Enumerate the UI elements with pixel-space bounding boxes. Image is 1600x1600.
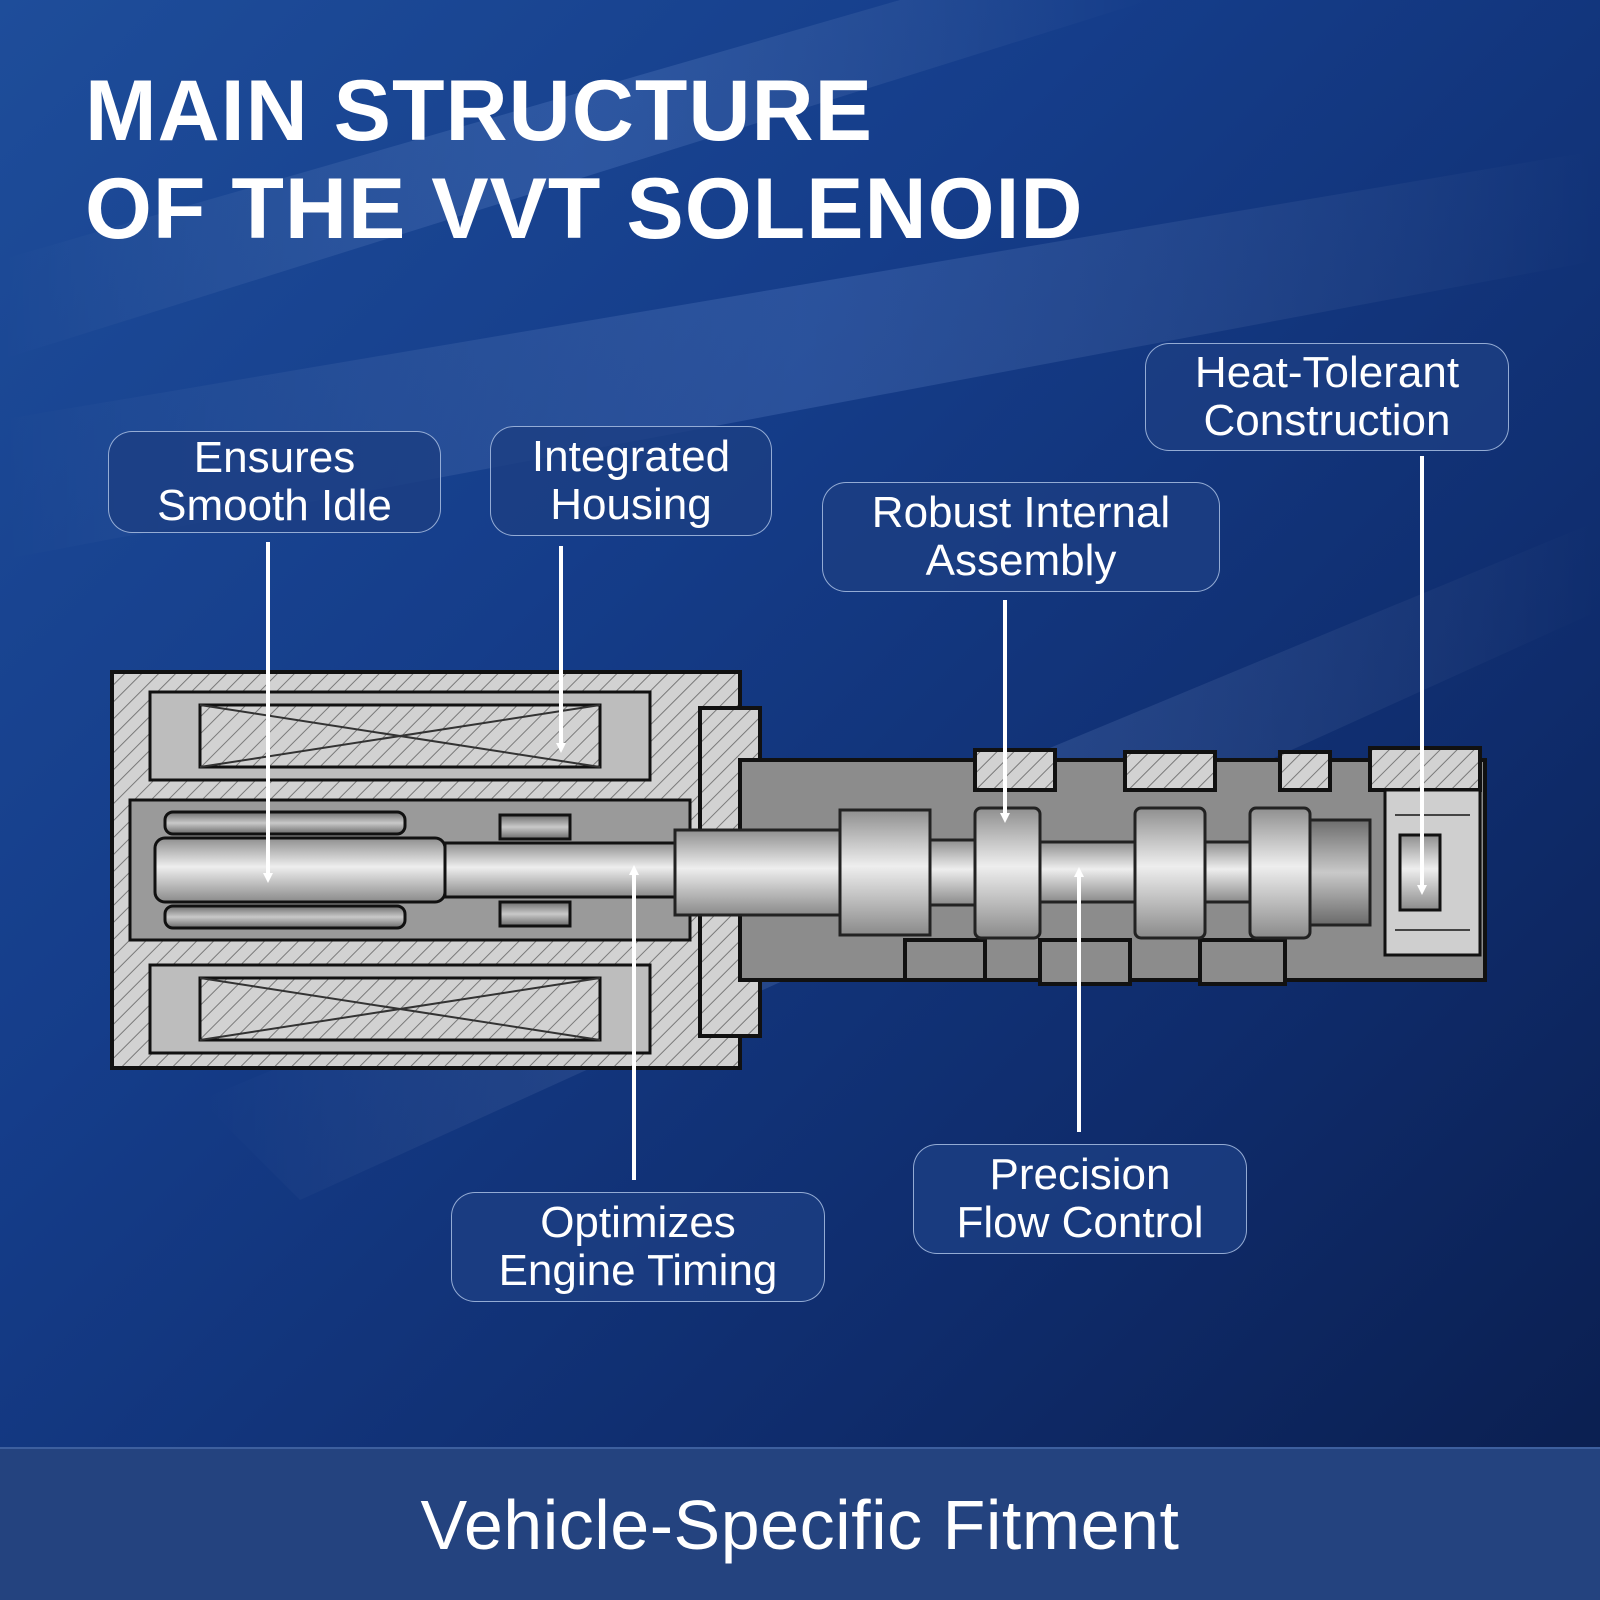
callout-flow-control-line-1: Precision bbox=[989, 1150, 1171, 1199]
callout-flow-control-line-2: Flow Control bbox=[956, 1198, 1204, 1247]
footer-label: Vehicle-Specific Fitment bbox=[420, 1485, 1180, 1564]
footer-band: Vehicle-Specific Fitment bbox=[0, 1447, 1600, 1600]
coil-bottom bbox=[148, 963, 652, 1055]
callout-integrated-housing: Integrated Housing bbox=[490, 426, 772, 536]
callout-robust-assembly-line-1: Robust Internal bbox=[871, 488, 1171, 537]
end-cap bbox=[1383, 788, 1482, 957]
title-line-2: OF THE VVT SOLENOID bbox=[85, 161, 1084, 257]
callout-robust-assembly-line-2: Assembly bbox=[925, 536, 1117, 585]
callout-heat-tolerant-line-2: Construction bbox=[1203, 396, 1451, 445]
callout-flow-control: Precision Flow Control bbox=[913, 1144, 1247, 1254]
callout-robust-assembly: Robust Internal Assembly bbox=[822, 482, 1220, 592]
callout-smooth-idle-line-2: Smooth Idle bbox=[157, 481, 392, 530]
callout-smooth-idle: Ensures Smooth Idle bbox=[108, 431, 441, 533]
page-title: MAIN STRUCTURE OF THE VVT SOLENOID bbox=[85, 62, 1084, 258]
leader-arrows bbox=[263, 456, 1427, 1180]
callout-smooth-idle-line-1: Ensures bbox=[193, 433, 356, 482]
title-line-1: MAIN STRUCTURE bbox=[85, 63, 873, 159]
spool-valve bbox=[673, 806, 1372, 940]
callout-integrated-housing-line-1: Integrated bbox=[531, 432, 731, 481]
callout-heat-tolerant-line-1: Heat-Tolerant bbox=[1194, 348, 1460, 397]
coil-top bbox=[148, 690, 652, 782]
callout-heat-tolerant: Heat-Tolerant Construction bbox=[1145, 343, 1509, 451]
callout-integrated-housing-line-2: Housing bbox=[550, 480, 712, 529]
callout-engine-timing-line-2: Engine Timing bbox=[498, 1246, 778, 1295]
callout-engine-timing-line-1: Optimizes bbox=[540, 1198, 736, 1247]
callout-engine-timing: Optimizes Engine Timing bbox=[451, 1192, 825, 1302]
plunger bbox=[153, 810, 677, 930]
